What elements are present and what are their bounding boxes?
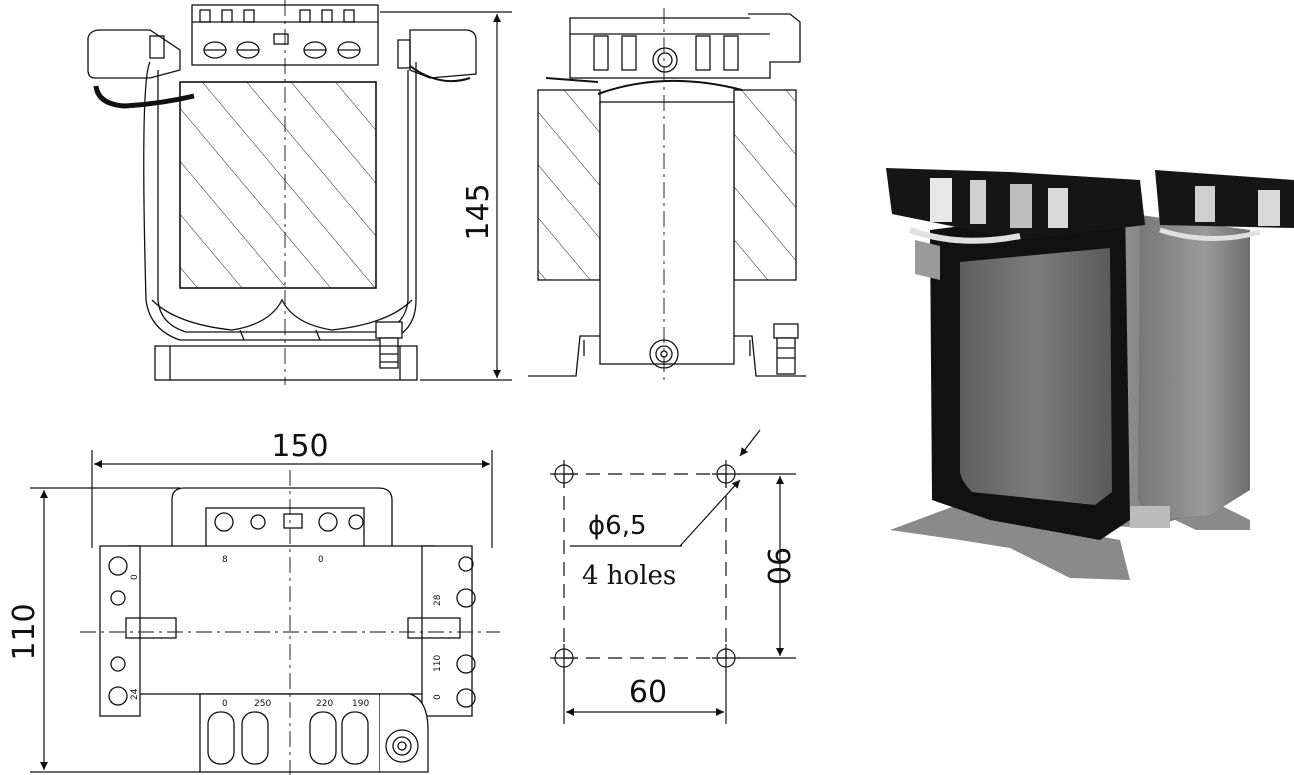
front-height-dimension	[380, 11, 512, 381]
holes-count-note: 4 holes	[582, 561, 676, 591]
terminal-top-8: 8	[222, 555, 228, 565]
transformer-photo-icon	[886, 168, 1294, 580]
height-dimension-label: 145	[461, 183, 496, 240]
terminal-right-28: 28	[433, 594, 443, 606]
mounting-pattern	[550, 429, 761, 672]
hole-diameter-label: ϕ6,5	[588, 511, 647, 541]
terminal-right-110: 110	[433, 655, 443, 672]
mounting-vertical-dimension	[738, 473, 796, 659]
terminal-top-0: 0	[318, 555, 324, 565]
mounting-horizontal-dimension	[563, 670, 727, 724]
depth-dimension-label: 110	[7, 603, 42, 660]
terminal-left-24: 24	[130, 688, 140, 700]
top-width-dimension	[91, 450, 493, 548]
terminal-bottom-0: 0	[222, 699, 228, 709]
top-view-terminal-labels: 8 0 0 250 220 190 0 24 28 110 0	[130, 555, 443, 709]
front-view	[87, 0, 477, 385]
terminal-bottom-250: 250	[254, 699, 271, 709]
terminal-bottom-220: 220	[316, 699, 333, 709]
top-view	[80, 470, 500, 775]
mounting-vertical-label: 90	[760, 547, 795, 585]
terminal-bottom-190: 190	[352, 699, 369, 709]
mounting-horizontal-label: 60	[629, 675, 667, 710]
side-view	[528, 8, 806, 385]
terminal-right-0: 0	[433, 694, 443, 700]
top-depth-dimension	[30, 487, 200, 773]
width-dimension-label: 150	[271, 429, 328, 464]
terminal-left-0: 0	[130, 574, 140, 580]
